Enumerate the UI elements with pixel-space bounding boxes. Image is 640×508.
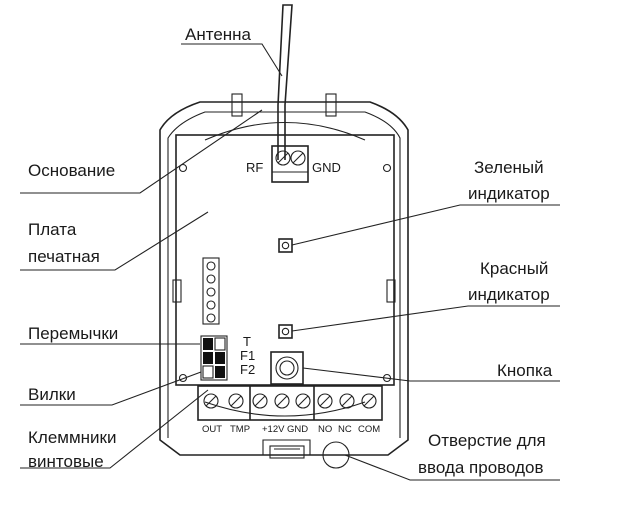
label-board-2: печатная — [28, 247, 100, 266]
terminal-no: NO — [318, 424, 332, 435]
label-board-1: Плата — [28, 220, 77, 239]
label-jumpers: Перемычки — [28, 324, 118, 343]
label-button: Кнопка — [497, 361, 553, 380]
wire-entry-hole — [322, 441, 350, 469]
label-red-2: индикатор — [468, 285, 550, 304]
label-antenna: Антенна — [185, 25, 252, 44]
terminal-out: OUT — [202, 424, 222, 435]
rf-label: RF — [246, 160, 263, 175]
jumper-block — [200, 335, 228, 381]
housing-outline — [159, 101, 409, 456]
top-latches — [231, 93, 337, 117]
screw-set — [203, 393, 377, 409]
gnd-label: GND — [312, 160, 341, 175]
label-green-2: индикатор — [468, 184, 550, 203]
label-hole-2: ввода проводов — [418, 458, 544, 477]
terminal-12v: +12V — [262, 424, 285, 435]
label-terminals-1: Клеммники — [28, 428, 116, 447]
label-base: Основание — [28, 161, 115, 180]
side-clips — [172, 279, 396, 303]
rf-terminal-block — [271, 145, 309, 183]
pin-header — [202, 257, 220, 325]
label-pins: Вилки — [28, 385, 76, 404]
antenna-wire — [277, 4, 293, 160]
tamper-button — [270, 351, 304, 385]
leader-lines — [20, 43, 560, 481]
label-green-1: Зеленый — [474, 158, 544, 177]
jumper-f2-label: F2 — [240, 362, 255, 377]
terminal-nc: NC — [338, 424, 352, 435]
green-led — [278, 238, 293, 253]
terminal-tmp: TMP — [230, 424, 250, 435]
label-red-1: Красный — [480, 259, 548, 278]
jumper-f1-label: F1 — [240, 348, 255, 363]
label-hole-1: Отверстие для — [428, 431, 546, 450]
bottom-latch — [262, 439, 311, 459]
terminal-com: COM — [358, 424, 380, 435]
red-led — [278, 324, 293, 339]
terminal-gnd: GND — [287, 424, 308, 435]
label-terminals-2: винтовые — [28, 452, 104, 471]
screw-terminals — [197, 385, 383, 421]
jumper-t-label: T — [243, 334, 251, 349]
